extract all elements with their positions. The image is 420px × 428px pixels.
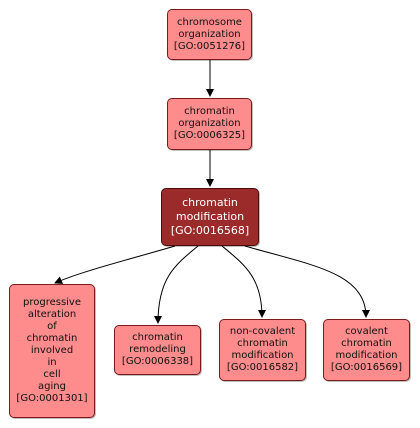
node-non-covalent-modification-line-3: modification (231, 350, 294, 361)
node-progressive-alteration-line-1: progressive (22, 297, 82, 308)
node-chromatin-organization-line-2: organization (178, 118, 241, 129)
node-progressive-alteration-go-id: [GO:0001301] (16, 393, 88, 404)
node-chromosome-organization-go-id: [GO:0051276] (173, 40, 246, 52)
node-chromatin-modification[interactable]: chromatin modification [GO:0016568] (161, 188, 259, 246)
node-chromatin-organization[interactable]: chromatin organization [GO:0006325] (167, 98, 252, 150)
node-progressive-alteration-line-4: chromatin (26, 333, 78, 344)
edge-modification-to-non-covalent (221, 245, 266, 318)
node-progressive-alteration[interactable]: progressive alteration of chromatin invo… (9, 284, 95, 418)
node-non-covalent-modification[interactable]: non-covalent chromatin modification [GO:… (219, 319, 306, 381)
node-chromatin-modification-line-2: modification (175, 210, 245, 223)
node-non-covalent-modification-go-id: [GO:0016582] (226, 362, 299, 373)
node-progressive-alteration-line-3: of (47, 321, 57, 332)
node-progressive-alteration-line-6: in (47, 357, 57, 368)
node-non-covalent-modification-line-1: non-covalent (229, 326, 296, 337)
node-progressive-alteration-line-7: cell (43, 369, 61, 380)
node-chromosome-organization-line-2: organization (178, 28, 241, 40)
node-covalent-modification-go-id: [GO:0016569] (330, 362, 403, 373)
edge-modification-to-progressive-alteration (54, 245, 176, 284)
node-covalent-modification-line-1: covalent (345, 326, 388, 337)
edge-modification-to-remodeling (154, 245, 199, 324)
node-chromatin-remodeling[interactable]: chromatin remodeling [GO:0006338] (114, 325, 201, 375)
node-chromatin-organization-line-1: chromatin (184, 106, 235, 117)
edge-modification-to-covalent (244, 245, 370, 318)
node-covalent-modification[interactable]: covalent chromatin modification [GO:0016… (323, 319, 410, 381)
node-chromosome-organization-line-1: chromosome (177, 16, 242, 28)
node-chromatin-remodeling-line-2: remodeling (129, 344, 186, 355)
node-chromatin-modification-line-1: chromatin (182, 196, 238, 209)
node-chromosome-organization[interactable]: chromosome organization [GO:0051276] (167, 9, 252, 60)
node-covalent-modification-line-3: modification (335, 350, 398, 361)
node-chromatin-modification-go-id: [GO:0016568] (170, 224, 250, 237)
node-progressive-alteration-line-8: aging (38, 381, 66, 392)
node-covalent-modification-line-2: chromatin (341, 338, 392, 349)
node-progressive-alteration-line-5: involved (30, 345, 74, 356)
node-non-covalent-modification-line-2: chromatin (237, 338, 288, 349)
node-progressive-alteration-line-2: alteration (27, 309, 77, 320)
node-chromatin-organization-go-id: [GO:0006325] (173, 130, 246, 141)
node-chromatin-remodeling-line-1: chromatin (132, 332, 183, 343)
node-chromatin-remodeling-go-id: [GO:0006338] (121, 356, 194, 367)
